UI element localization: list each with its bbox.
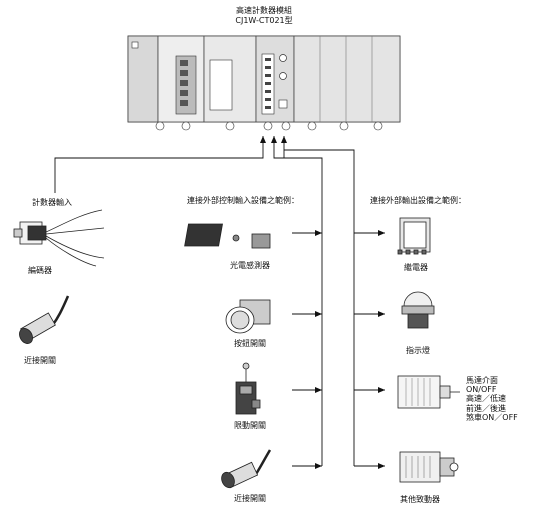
photoelectric-sensor-label: 光電感測器 [230,261,270,270]
relay-label: 繼電器 [404,263,428,272]
counter-input-heading: 計數器輸入 [32,198,72,207]
indicator-lamp-icon [401,291,435,329]
actuator-label: 其他致動器 [400,495,440,504]
motor-note: 馬達介面 [466,376,498,385]
motor-note: 高速／低速 [466,394,506,404]
plc-rack [127,35,401,131]
motor-icon [397,375,460,409]
proximity-switch-icon [221,449,272,489]
proximity-switch-icon [19,295,70,344]
indicator-lamp-label: 指示燈 [406,346,430,355]
limit-switch-icon [235,362,261,415]
proximity-switch-label: 近接開關 [24,356,56,365]
photoelectric-sensor-icon [184,223,271,249]
motor-notes: 馬達介面 ON/OFF 高速／低速 前進／後進 煞車ON／OFF [466,376,518,422]
actuator-icon [399,451,459,483]
push-button-label: 按鈕開關 [234,339,266,348]
limit-switch-label: 限動開關 [234,421,266,430]
module-model: CJ1W-CT021型 [235,16,293,25]
connection-lines [54,136,385,469]
motor-note: ON/OFF [466,385,497,395]
control-input-heading: 連接外部控制輸入設備之範例： [187,196,299,205]
motor-note: 煞車ON／OFF [466,412,518,422]
control-proximity-switch-label: 近接開關 [234,494,266,503]
module-title: 高速計數器模組 [236,6,292,15]
relay-icon [397,217,431,255]
output-heading: 連接外部輸出設備之範例： [370,196,466,205]
motor-note: 前進／後進 [466,403,506,413]
encoder-label: 編碼器 [28,266,52,275]
encoder-icon [13,209,105,267]
push-button-icon [225,299,271,334]
